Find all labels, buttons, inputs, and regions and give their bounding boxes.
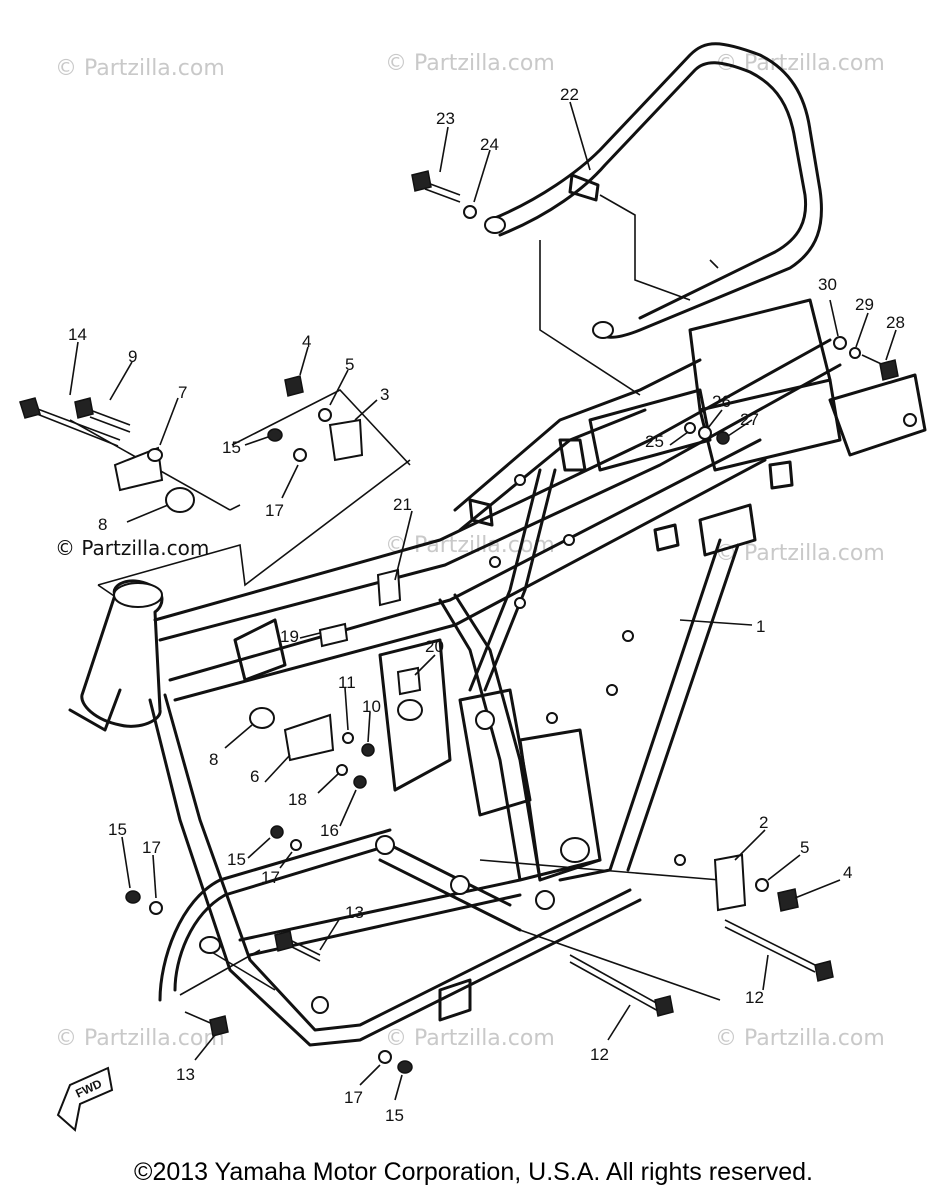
callout: 30 [818,275,837,294]
leader-lines [69,101,897,1101]
callout: 24 [480,135,499,154]
watermark: © Partzilla.com [385,1026,555,1051]
nut-16 [353,775,367,789]
callout: 15 [385,1106,404,1125]
callout: 5 [800,838,809,857]
grab-bar [484,42,823,339]
callout: 6 [250,767,259,786]
bolt-14 [19,397,121,447]
copyright-text: ©2013 Yamaha Motor Corporation, U.S.A. A… [134,1158,813,1186]
watermark: © Partzilla.com [715,1026,885,1051]
bolt-13-low [184,1011,229,1037]
watermark: © Partzilla.com [715,541,885,566]
callout: 10 [362,697,381,716]
callout: 21 [393,495,412,514]
bolt-4-right [777,888,799,912]
washer-17-upper [293,448,307,462]
washer-29 [849,347,861,359]
watermark: © Partzilla.com [715,51,885,76]
guide-lines [69,194,721,1001]
bolt-9 [74,397,131,433]
callouts: 1 2 3 4 4 5 5 6 7 8 8 9 10 11 12 12 13 1… [68,85,905,1125]
callout: 13 [176,1065,195,1084]
washer-26 [698,426,712,440]
bracket-7 [113,446,164,492]
watermark: © Partzilla.com [385,51,555,76]
callout: 15 [222,438,241,457]
nut-15-upper [267,428,283,442]
plate-3 [328,418,364,462]
callout: 15 [227,850,246,869]
clamp-19 [318,622,349,648]
damper-8-upper [165,487,195,513]
nut-10 [361,743,375,757]
bolt-13-mid [274,930,321,962]
washer-17-low [378,1050,392,1064]
callout: 22 [560,85,579,104]
callout: 12 [590,1045,609,1064]
nut-15-left [125,890,141,904]
bolt-28 [861,354,899,381]
callout: 16 [320,821,339,840]
callout: 5 [345,355,354,374]
main-frame [68,298,927,1047]
callout: 25 [645,432,664,451]
bolt-12-short [724,919,834,982]
watermark: © Partzilla.com [55,56,225,81]
callout: 15 [108,820,127,839]
nut-27 [716,431,730,445]
bolt-12-long [569,954,674,1017]
clamp-20 [396,666,422,696]
washer-18 [336,764,348,776]
callout: 26 [712,392,731,411]
callout: 28 [886,313,905,332]
callout: 19 [280,627,299,646]
callout: 4 [843,863,852,882]
callout: 7 [178,383,187,402]
washer-5-right [755,878,769,892]
callout: 17 [261,868,280,887]
callout: 9 [128,347,137,366]
bolt-4-upper [284,375,304,397]
callout: 17 [344,1088,363,1107]
washer-30 [833,336,847,350]
callout: 29 [855,295,874,314]
callout: 13 [345,903,364,922]
callout: 17 [265,501,284,520]
callout: 12 [745,988,764,1007]
washer-25 [684,422,696,434]
callout: 8 [209,750,218,769]
callout: 18 [288,790,307,809]
washer-17-mid [290,839,302,851]
callout: 27 [740,410,759,429]
damper-8-lower [249,707,275,729]
callout: 3 [380,385,389,404]
fwd-arrow-icon: FWD [56,1066,114,1132]
watermark: © Partzilla.com [55,1026,225,1051]
callout: 20 [425,637,444,656]
washer-17-left [149,901,163,915]
callout: 1 [756,617,765,636]
callout: 17 [142,838,161,857]
bracket-6 [283,713,335,762]
bolt-23 [411,170,461,203]
plate-2 [713,853,747,912]
washer-11 [342,732,354,744]
callout: 8 [98,515,107,534]
callout: 14 [68,325,87,344]
callout: 23 [436,109,455,128]
callout: 4 [302,332,311,351]
nut-15-low [397,1060,413,1074]
watermark-dark: © Partzilla.com [55,536,209,560]
washer-24 [463,205,477,219]
washer-5-upper [318,408,332,422]
nut-15-mid [270,825,284,839]
callout: 11 [338,673,356,692]
callout: 2 [759,813,768,832]
